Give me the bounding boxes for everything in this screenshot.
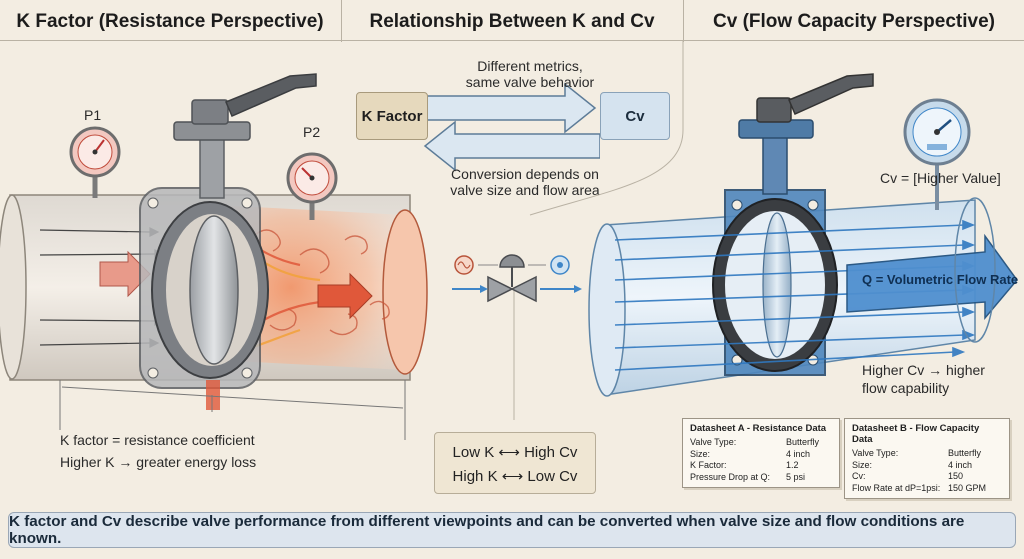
- right-divider: [683, 0, 684, 42]
- ds-key: Flow Rate at dP=1psi:: [852, 482, 941, 493]
- cv-valve-illustration: [588, 73, 1018, 397]
- k-cv-comparison-box: Low K ⟷ High Cv High K ⟷ Low Cv: [434, 432, 596, 494]
- left-divider: [341, 0, 342, 42]
- ds-value: 1.2: [786, 460, 799, 470]
- relationship-note-top-line1: Different metrics,: [477, 58, 583, 74]
- left-section-title: K Factor (Resistance Perspective): [16, 11, 324, 32]
- datasheet-b-row: Size: 4 inch: [852, 460, 1002, 472]
- datasheet-b-row: Valve Type: Butterfly: [852, 448, 1002, 460]
- cv-to-k-arrow: [423, 120, 600, 172]
- datasheet-a-row: Pressure Drop at Q: 5 psi: [690, 472, 832, 484]
- k-factor-box: K Factor: [356, 92, 428, 140]
- ds-value: Butterfly: [786, 437, 820, 447]
- summary-banner: K factor and Cv describe valve performan…: [8, 512, 1016, 548]
- ds-value: 5 psi: [786, 471, 806, 482]
- k-to-cv-arrow: [420, 82, 597, 134]
- cv-caption-line2: flow capability: [862, 380, 950, 396]
- middle-section-title: Relationship Between K and Cv: [369, 11, 655, 32]
- cv-caption-line1: Higher Cv → higher: [862, 362, 985, 378]
- datasheet-b-row: Flow Rate at dP=1psi: 150 GPM: [852, 483, 1002, 495]
- ds-key: Pressure Drop at Q:: [690, 471, 771, 482]
- ds-key: Cv:: [852, 471, 866, 481]
- valve-schematic-symbol: [452, 254, 582, 303]
- datasheet-b-title: Datasheet B - Flow Capacity Data: [852, 423, 980, 445]
- p1-label: P1: [84, 107, 102, 123]
- ds-key: Size:: [852, 459, 873, 470]
- k-factor-caption-line1: K factor = resistance coefficient: [60, 432, 255, 448]
- center-divider-line: [513, 40, 684, 420]
- relationship-note-top-line2: same valve behavior: [465, 74, 595, 90]
- relationship-note-bottom-line2: valve size and flow area: [450, 182, 600, 198]
- right-section-title: Cv (Flow Capacity Perspective): [713, 11, 995, 32]
- datasheet-a-row: Size: 4 inch: [690, 449, 832, 461]
- datasheet-b: Datasheet B - Flow Capacity Data Valve T…: [844, 418, 1010, 499]
- relationship-note-bottom-line1: Conversion depends on: [451, 166, 599, 182]
- ds-value: 150: [948, 471, 964, 481]
- cv-box: Cv: [600, 92, 670, 140]
- ds-key: Valve Type:: [852, 448, 899, 458]
- ds-value: 150 GPM: [948, 482, 987, 493]
- k-factor-valve-illustration: [0, 73, 428, 440]
- relationship-note-top: Different metrics, same valve behavior: [440, 58, 620, 90]
- ds-value: 4 inch: [786, 448, 811, 459]
- datasheet-a-title: Datasheet A - Resistance Data: [690, 423, 827, 434]
- relationship-note-bottom: Conversion depends on valve size and flo…: [425, 166, 625, 198]
- datasheet-b-row: Cv: 150: [852, 471, 1002, 483]
- ds-key: Size:: [690, 448, 711, 459]
- cv-value-label: Cv = [Higher Value]: [880, 170, 1001, 186]
- datasheet-a-row: K Factor: 1.2: [690, 460, 832, 472]
- compare-line2: High K ⟷ Low Cv: [452, 468, 578, 485]
- k-factor-caption-line2: Higher K → greater energy loss: [60, 454, 257, 470]
- header-divider: [0, 40, 1024, 41]
- ds-value: Butterfly: [948, 448, 982, 458]
- compare-line1: Low K ⟷ High Cv: [452, 444, 578, 461]
- datasheet-a-row: Valve Type: Butterfly: [690, 437, 832, 449]
- ds-value: 4 inch: [948, 459, 973, 470]
- p2-label: P2: [303, 124, 321, 140]
- flow-rate-label: Q = Volumetric Flow Rate: [862, 272, 1019, 287]
- ds-key: K Factor:: [690, 460, 727, 470]
- datasheet-a: Datasheet A - Resistance Data Valve Type…: [682, 418, 840, 488]
- ds-key: Valve Type:: [690, 437, 737, 447]
